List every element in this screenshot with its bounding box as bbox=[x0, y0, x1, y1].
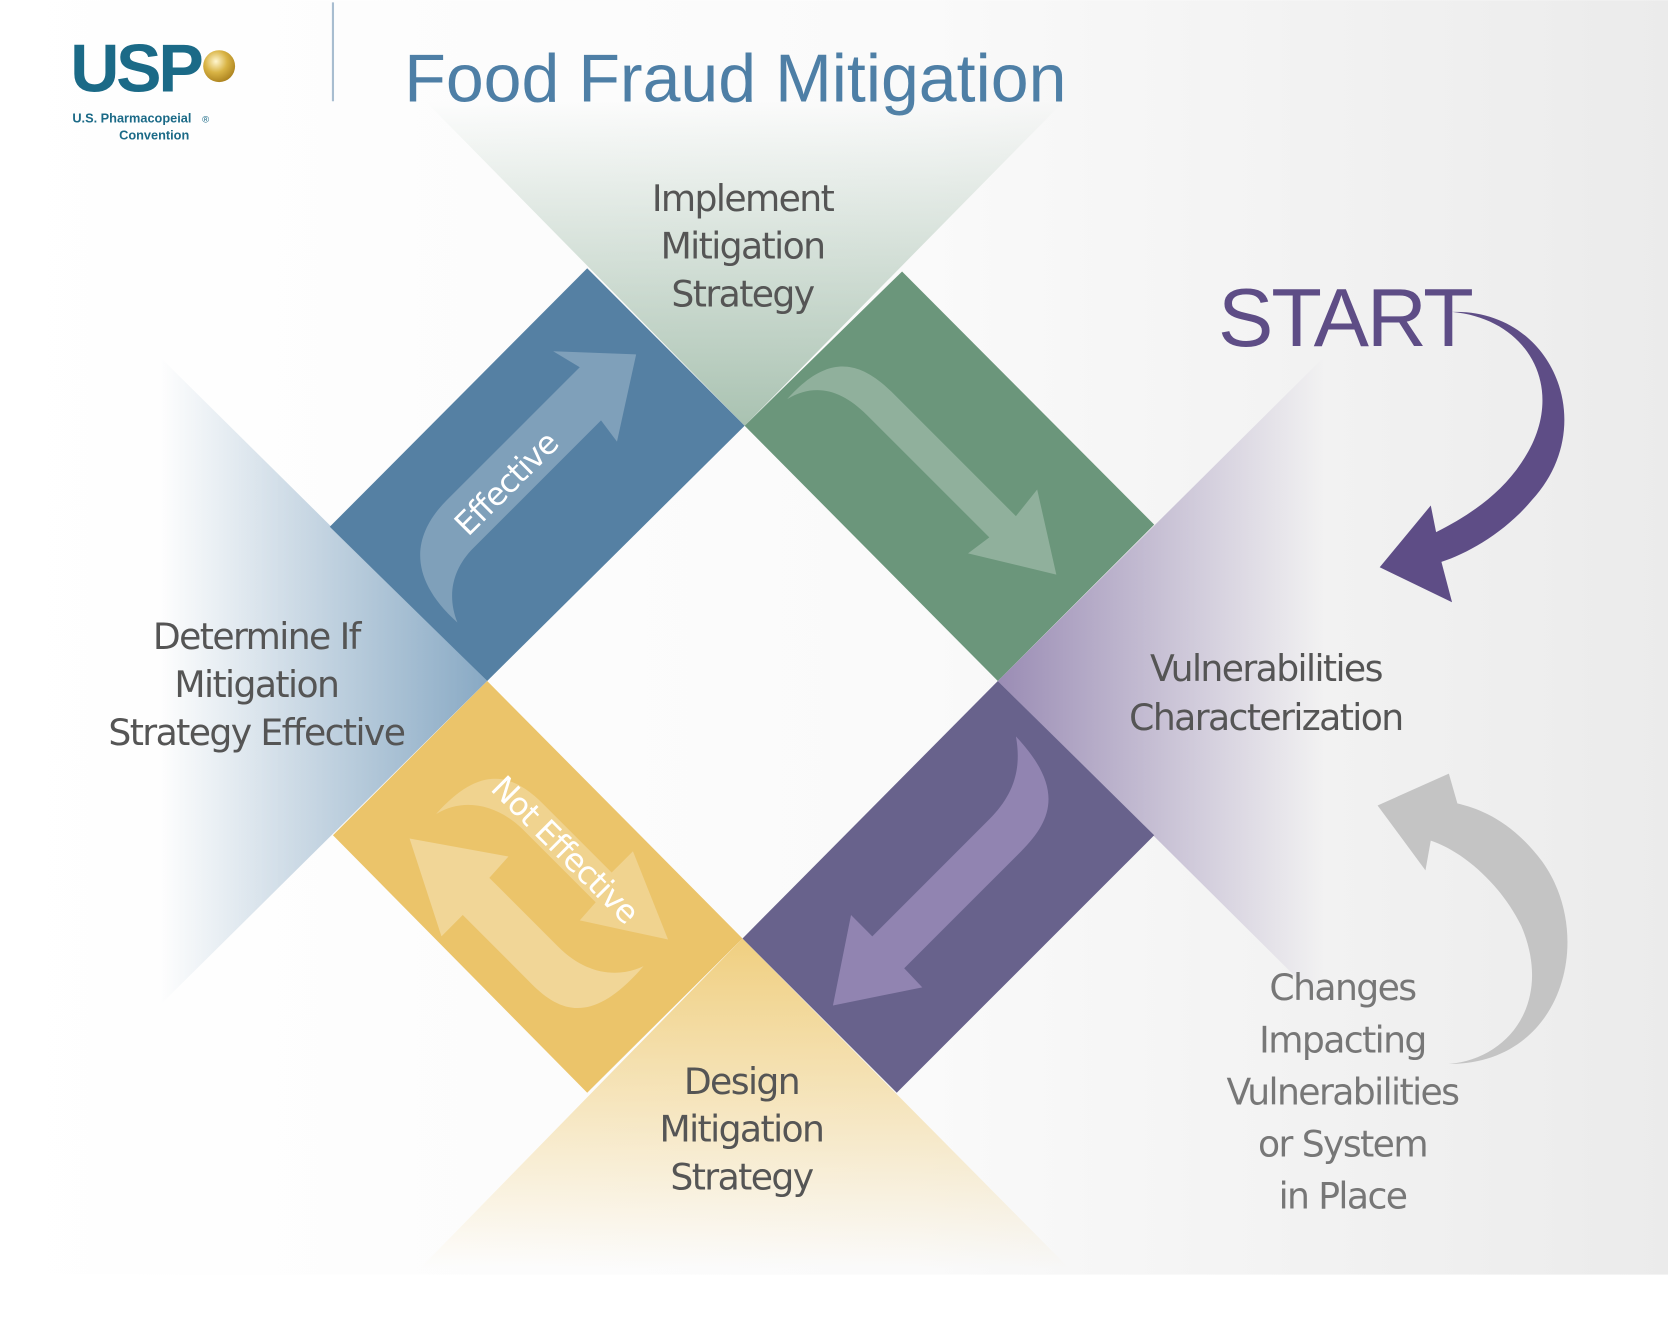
back-arrow-icon bbox=[409, 838, 644, 1009]
logo-name-line2: Convention bbox=[119, 128, 189, 143]
start-label: START bbox=[1218, 271, 1472, 364]
design-line: Strategy bbox=[670, 1156, 813, 1199]
effective-arrow-icon bbox=[420, 351, 637, 623]
determine-line: Strategy Effective bbox=[108, 711, 404, 754]
logo-registered: ® bbox=[202, 115, 209, 126]
determine-line: Determine If bbox=[153, 615, 363, 658]
determine-line: Mitigation bbox=[174, 663, 338, 706]
implement-label: Implement Mitigation Strategy bbox=[652, 177, 836, 316]
changes-line: Impacting bbox=[1259, 1018, 1426, 1061]
implement-triangle bbox=[425, 101, 1064, 426]
logo-brand: USP bbox=[70, 31, 202, 107]
changes-label: Changes Impacting Vulnerabilities or Sys… bbox=[1227, 966, 1461, 1218]
design-line: Mitigation bbox=[660, 1108, 824, 1151]
not-effective-band bbox=[332, 681, 743, 1093]
changes-arrow-icon bbox=[1377, 773, 1568, 1064]
determine-triangle bbox=[159, 356, 488, 1006]
design-triangle bbox=[420, 938, 1070, 1269]
implement-arrow-icon bbox=[787, 366, 1057, 575]
usp-logo: USP U.S. Pharmacopeial Convention ® bbox=[70, 31, 236, 143]
not-effective-arrow-icon bbox=[436, 778, 669, 940]
implement-to-vuln-band bbox=[744, 271, 1155, 682]
vulnerabilities-triangle bbox=[997, 356, 1325, 1006]
logo-ball bbox=[203, 50, 236, 83]
start-arrow-icon bbox=[1379, 311, 1565, 603]
vulnerabilities-line: Characterization bbox=[1129, 696, 1402, 739]
effective-band bbox=[329, 268, 745, 682]
implement-line: Mitigation bbox=[661, 225, 825, 268]
implement-line: Implement bbox=[652, 177, 835, 220]
vulnerabilities-label: Vulnerabilities Characterization bbox=[1129, 647, 1404, 739]
vuln-arrow-icon bbox=[832, 736, 1049, 1006]
vulnerabilities-line: Vulnerabilities bbox=[1150, 647, 1383, 690]
changes-line: in Place bbox=[1279, 1175, 1407, 1218]
design-line: Design bbox=[684, 1060, 799, 1103]
design-label: Design Mitigation Strategy bbox=[660, 1060, 825, 1199]
logo-name-line1: U.S. Pharmacopeial bbox=[72, 111, 191, 126]
changes-line: or System bbox=[1258, 1123, 1427, 1166]
determine-label: Determine If Mitigation Strategy Effecti… bbox=[108, 615, 406, 754]
changes-line: Vulnerabilities bbox=[1227, 1070, 1460, 1113]
implement-line: Strategy bbox=[671, 273, 814, 316]
changes-line: Changes bbox=[1269, 966, 1416, 1009]
